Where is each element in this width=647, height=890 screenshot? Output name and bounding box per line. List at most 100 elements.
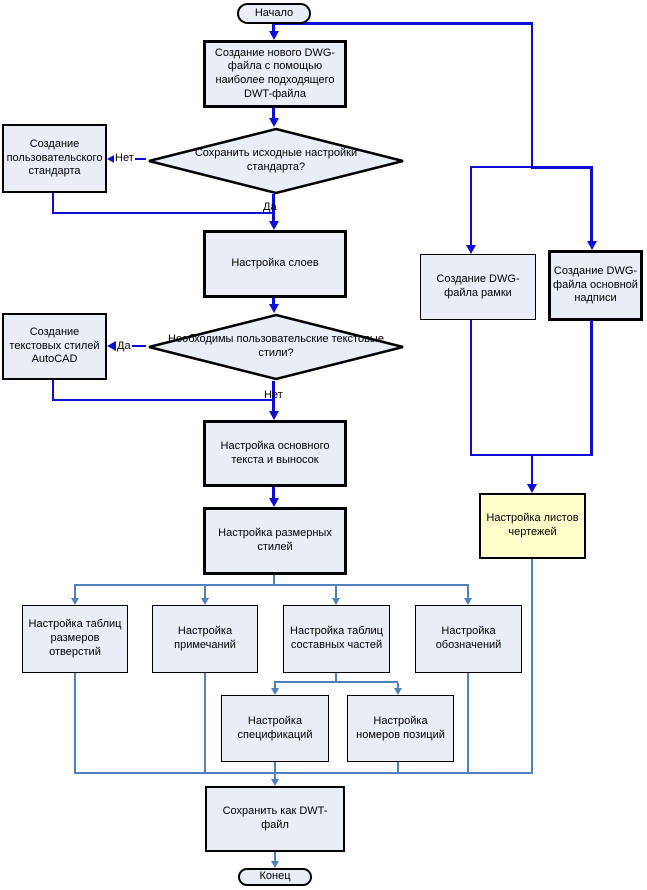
connector-line [471, 166, 533, 168]
create-text-styles-process: Создание текстовых стилей AutoCAD [2, 313, 107, 380]
connector-line [335, 673, 337, 683]
arrowhead [107, 341, 116, 351]
arrowhead [269, 221, 279, 230]
create-text-styles-label: Создание текстовых стилей AutoCAD [9, 325, 100, 366]
connector-line [204, 585, 206, 598]
connector-line [397, 762, 399, 774]
connector-line [335, 585, 337, 598]
arrowhead [107, 154, 116, 164]
end-terminator: Конец [238, 868, 312, 886]
body-text-setup-label: Настройка основного текста и выносок [220, 439, 330, 466]
dimension-styles-setup-process: Настройка размерных стилей [203, 507, 347, 575]
connector-line [74, 772, 533, 774]
connector-line [397, 683, 399, 689]
connector-line [52, 193, 54, 214]
hole-tables-setup-process: Настройка таблиц размеров отверстий [22, 605, 128, 673]
create-custom-standard-process: Создание пользовательского стандарта [2, 124, 107, 193]
connector-line [272, 194, 275, 222]
arrowhead [332, 598, 340, 605]
notes-setup-label: Настройка примечаний [174, 625, 236, 651]
item-numbers-setup-label: Настройка номеров позиций [356, 714, 445, 741]
connector-line [470, 320, 472, 456]
start-label: Начало [254, 6, 294, 19]
arrowhead [71, 598, 79, 605]
save-dwt-label: Сохранить как DWT-файл [222, 805, 328, 831]
arrowhead [271, 779, 279, 786]
symbols-setup-label: Настройка обозначений [435, 625, 502, 651]
specifications-setup-process: Настройка спецификаций [221, 695, 329, 762]
arrowhead [271, 688, 279, 695]
sheets-setup-process: Настройка листов чертежей [479, 493, 586, 559]
arrowhead [201, 598, 209, 605]
arrowhead [466, 245, 476, 254]
edge-label-yes: Да [263, 201, 277, 213]
notes-setup-process: Настройка примечаний [152, 605, 258, 673]
connector-line [272, 298, 275, 305]
dimension-styles-setup-label: Настройка размерных стилей [218, 527, 332, 553]
connector-line [531, 22, 533, 168]
connector-line [204, 673, 206, 774]
parts-tables-setup-label: Настройка таблиц составных частей [290, 625, 383, 651]
arrowhead [527, 484, 537, 493]
connector-line [272, 108, 275, 119]
arrowhead [269, 118, 279, 127]
need-custom-text-styles-decision [148, 313, 404, 381]
connector-line [590, 321, 593, 456]
connector-line [52, 380, 54, 401]
create-titleblock-dwg-process: Создание DWG-файла основной надписи [548, 250, 643, 321]
create-frame-dwg-label: Создание DWG-файла рамки [436, 273, 520, 299]
layers-setup-label: Настройка слоев [231, 257, 319, 270]
keep-standard-settings-decision [148, 127, 404, 195]
keep-standard-settings-label: Сохранить исходные настройки стандарта? [194, 147, 358, 173]
connector-line [274, 762, 276, 774]
connector-line [74, 673, 76, 774]
connector-line [74, 585, 76, 598]
connector-line [52, 399, 274, 401]
need-custom-text-styles-label: Необходимы пользовательские текстовые ст… [168, 333, 384, 359]
sheets-setup-label: Настройка листов чертежей [486, 512, 579, 538]
connector-line [273, 575, 275, 585]
connector-line [531, 559, 533, 774]
create-dwg-file-label: Создание нового DWG-файла с помощью наиб… [214, 46, 336, 100]
arrowhead [269, 31, 279, 40]
decision-diamond-shape [148, 127, 404, 195]
connector-line [52, 212, 274, 214]
edge-label-no: Нет [264, 389, 283, 401]
connector-line [467, 585, 469, 598]
create-custom-standard-label: Создание пользовательского стандарта [6, 137, 103, 178]
connector-line [274, 681, 398, 683]
connector-line [467, 673, 469, 774]
body-text-setup-process: Настройка основного текста и выносок [203, 420, 347, 487]
create-frame-dwg-process: Создание DWG-файла рамки [420, 254, 536, 320]
connector-line [74, 584, 469, 586]
create-titleblock-dwg-label: Создание DWG-файла основной надписи [553, 264, 638, 305]
connector-line [272, 22, 533, 25]
create-dwg-file-process: Создание нового DWG-файла с помощью наиб… [203, 40, 347, 108]
edge-label-no: Нет [114, 152, 135, 165]
item-numbers-setup-process: Настройка номеров позиций [347, 695, 454, 762]
connector-line [274, 683, 276, 689]
arrowhead [269, 498, 279, 507]
connector-line [274, 774, 276, 780]
arrowhead [464, 598, 472, 605]
connector-line [272, 487, 275, 499]
connector-line [531, 456, 533, 485]
connector-line [274, 852, 276, 862]
hole-tables-setup-label: Настройка таблиц размеров отверстий [28, 618, 122, 658]
connector-line [272, 381, 275, 412]
connector-line [272, 23, 275, 33]
decision-diamond-shape [148, 313, 404, 381]
start-terminator: Начало [237, 3, 311, 24]
connector-line [470, 454, 593, 456]
layers-setup-process: Настройка слоев [203, 230, 347, 298]
arrowhead [269, 304, 279, 313]
symbols-setup-process: Настройка обозначений [415, 605, 522, 673]
connector-line [590, 166, 593, 242]
connector-line [470, 166, 472, 246]
save-dwt-process: Сохранить как DWT-файл [205, 786, 345, 852]
connector-line [531, 166, 593, 169]
end-label: Конец [259, 870, 291, 883]
edge-label-yes: Да [116, 340, 132, 353]
specifications-setup-label: Настройка спецификаций [237, 714, 313, 741]
